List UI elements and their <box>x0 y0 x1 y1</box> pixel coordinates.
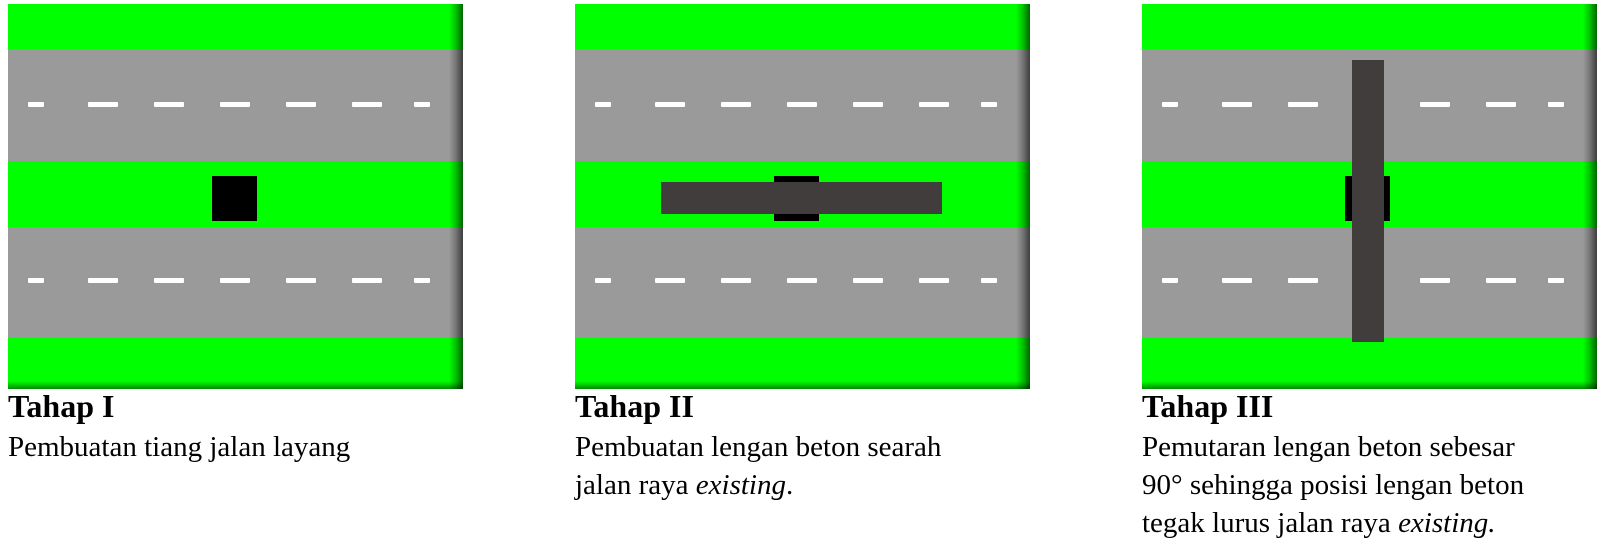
lane-dash <box>154 278 184 283</box>
lane-dash <box>352 102 382 107</box>
stage-2-description-line: Pembuatan lengan beton searah <box>575 431 942 463</box>
top-grass-strip <box>8 4 463 49</box>
lane-dash <box>981 278 997 283</box>
lane-dash <box>787 278 817 283</box>
lane-dash <box>853 102 883 107</box>
lane-dash <box>28 102 44 107</box>
stage-3-description-line: tegak lurus jalan raya existing. <box>1142 507 1496 539</box>
lane-dash <box>1162 278 1178 283</box>
lane-dash <box>88 278 118 283</box>
lane-dash <box>1222 102 1252 107</box>
top-grass-strip <box>575 4 1030 49</box>
lane-dash <box>1486 278 1516 283</box>
lane-dash <box>655 102 685 107</box>
concrete-arm-perpendicular <box>1352 60 1384 342</box>
lane-dash <box>1420 278 1450 283</box>
lane-dash <box>352 278 382 283</box>
lane-dash <box>220 278 250 283</box>
lane-dash <box>28 278 44 283</box>
bottom-grass-strip <box>575 338 1030 389</box>
lane-dash <box>1548 278 1564 283</box>
stage-1-description: Pembuatan tiang jalan layang <box>8 428 468 466</box>
stage-1-road-scene <box>8 4 463 389</box>
lane-dash <box>655 278 685 283</box>
top-grass-strip <box>1142 4 1597 49</box>
stage-3-title: Tahap III <box>1142 388 1274 424</box>
stage-2-description: Pembuatan lengan beton searah jalan raya… <box>575 428 1035 504</box>
lane-dash <box>1420 102 1450 107</box>
lane-dash <box>981 102 997 107</box>
lane-dash <box>154 102 184 107</box>
bottom-grass-strip <box>1142 338 1597 389</box>
lane-dash <box>919 278 949 283</box>
lane-dash <box>787 102 817 107</box>
lane-dash <box>1222 278 1252 283</box>
lane-dash <box>220 102 250 107</box>
lane-dash <box>919 102 949 107</box>
lane-dash <box>1162 102 1178 107</box>
stage-2-road-scene <box>575 4 1030 389</box>
stage-2-panel: Tahap II Pembuatan lengan beton searah j… <box>575 0 1035 552</box>
stage-2-title: Tahap II <box>575 388 694 424</box>
lane-dash <box>595 278 611 283</box>
stage-3-description: Pemutaran lengan beton sebesar 90° sehin… <box>1142 428 1600 542</box>
stage-3-description-line: Pemutaran lengan beton sebesar <box>1142 431 1515 463</box>
lane-dash <box>286 102 316 107</box>
stage-3-description-line: 90° sehingga posisi lengan beton <box>1142 469 1525 501</box>
stage-3-road-scene <box>1142 4 1597 389</box>
lane-dash <box>853 278 883 283</box>
lane-dash <box>414 278 430 283</box>
bottom-grass-strip <box>8 338 463 389</box>
concrete-arm-parallel <box>661 182 942 214</box>
lane-dash <box>414 102 430 107</box>
lane-dash <box>1486 102 1516 107</box>
stage-3-panel: Tahap III Pemutaran lengan beton sebesar… <box>1142 0 1600 552</box>
lane-dash <box>595 102 611 107</box>
stage-1-title: Tahap I <box>8 388 115 424</box>
stage-2-description-line: jalan raya existing. <box>575 469 794 501</box>
flyover-pier <box>212 176 257 221</box>
stage-1-panel: Tahap I Pembuatan tiang jalan layang <box>8 0 468 552</box>
stage-1-description-line: Pembuatan tiang jalan layang <box>8 431 351 463</box>
lane-dash <box>1548 102 1564 107</box>
lane-dash <box>1288 278 1318 283</box>
lane-dash <box>721 102 751 107</box>
lane-dash <box>286 278 316 283</box>
lane-dash <box>1288 102 1318 107</box>
lane-dash <box>721 278 751 283</box>
lane-dash <box>88 102 118 107</box>
